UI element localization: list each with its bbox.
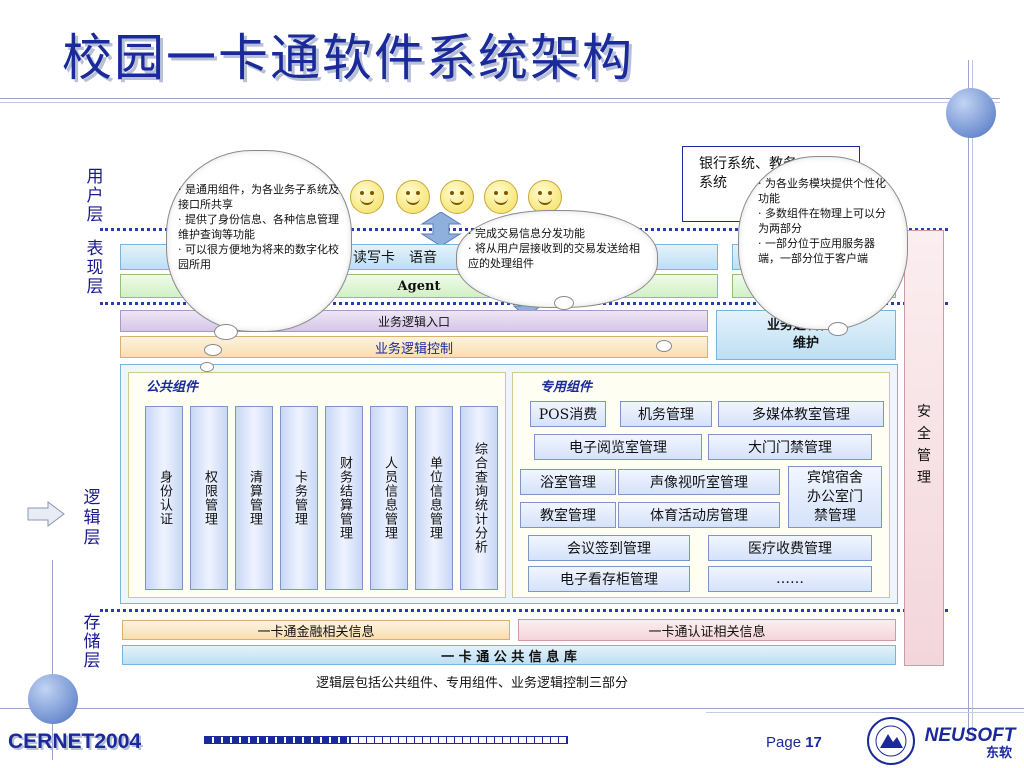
footer-brand: CERNET2004 — [8, 730, 142, 753]
frame-line-right — [968, 60, 969, 740]
special-components-header: 专用组件 — [540, 380, 593, 395]
user-face-icon-2 — [396, 180, 430, 214]
component-personnel-info: 人员信息管理 — [370, 406, 408, 590]
neusoft-logo: NEUSOFT 东软 — [920, 726, 1020, 762]
special-e-locker: 电子看存柜管理 — [528, 566, 690, 592]
cloud-left-bubble-1 — [214, 324, 238, 340]
cloud-left-line-1: · 是通用组件，为各业务子系统及接口所共享 — [178, 183, 339, 211]
component-clearing-mgmt: 清算管理 — [235, 406, 273, 590]
special-av-room: 声像视听室管理 — [618, 469, 780, 495]
cloud-right-line-2: · 多数组件在物理上可以分为两部分 — [758, 207, 886, 235]
logic-arrow-icon — [27, 501, 65, 527]
user-face-icon-5 — [528, 180, 562, 214]
component-card-mgmt: 卡务管理 — [280, 406, 318, 590]
page-title: 校园一卡通软件系统架构 — [62, 29, 634, 87]
business-control-bar: 业务逻辑控制 — [120, 336, 708, 358]
storage-auth-bar: 一卡通认证相关信息 — [518, 619, 896, 641]
layer-label-logic: 逻辑层 — [83, 488, 101, 548]
cloud-right-text: · 为各业务模块提供个性化功能 · 多数组件在物理上可以分为两部分 · 一部分位… — [758, 176, 888, 266]
storage-finance-label: 一卡通金融相关信息 — [257, 624, 375, 640]
special-machine-room: 机务管理 — [620, 401, 712, 427]
cloud-middle-line-2: · 将从用户层接收到的交易发送给相应的处理组件 — [468, 242, 640, 270]
footer-page-label: Page — [766, 734, 802, 751]
special-bathroom: 浴室管理 — [520, 469, 616, 495]
neusoft-logo-en: NEUSOFT — [924, 725, 1016, 746]
public-components-header: 公共组件 — [146, 380, 199, 395]
cloud-middle — [456, 210, 658, 308]
special-pos: POS消费 — [530, 401, 606, 427]
cloud-left-line-2: · 提供了身份信息、各种信息管理维护查询等功能 — [178, 213, 339, 241]
storage-db-label: 一 卡 通 公 共 信 息 库 — [441, 649, 577, 665]
storage-auth-label: 一卡通认证相关信息 — [648, 624, 766, 640]
cloud-left-bubble-3 — [200, 362, 214, 372]
cloud-left-bubble-2 — [204, 344, 222, 356]
cloud-right-bubble-2 — [656, 340, 672, 352]
university-seal-icon — [867, 717, 915, 765]
layer-label-user: 用户层 — [86, 167, 104, 225]
security-management-box: 安全管理 — [904, 230, 944, 666]
special-more: …… — [708, 566, 872, 592]
cloud-middle-bubble-1 — [554, 296, 574, 310]
storage-finance-bar: 一卡通金融相关信息 — [122, 620, 510, 640]
special-sports-room: 体育活动房管理 — [618, 502, 780, 528]
read-write-card-text: 读写卡 语音 — [353, 250, 437, 266]
component-identity-auth: 身份认证 — [145, 406, 183, 590]
component-query-statistics: 综合查询统计分析 — [460, 406, 498, 590]
security-management-label: 安全管理 — [917, 404, 931, 486]
footer-page-number: 17 — [805, 734, 822, 751]
decor-circle-top — [946, 88, 996, 138]
cloud-left — [166, 150, 352, 332]
special-multimedia-room: 多媒体教室管理 — [718, 401, 884, 427]
special-e-reading-room: 电子阅览室管理 — [534, 434, 702, 460]
cloud-right — [738, 156, 908, 330]
cloud-left-text: · 是通用组件，为各业务子系统及接口所共享 · 提供了身份信息、各种信息管理维护… — [178, 182, 340, 272]
frame-line-left — [52, 560, 53, 760]
caption: 逻辑层包括公共组件、专用组件、业务逻辑控制三部分 — [316, 676, 629, 691]
cloud-right-bubble-1 — [828, 322, 848, 336]
frame-line-bottom2 — [706, 712, 1024, 713]
footer-page: Page 17 — [766, 734, 822, 751]
neusoft-logo-cn: 东软 — [985, 746, 1012, 761]
special-classroom: 教室管理 — [520, 502, 616, 528]
cloud-middle-text: · 完成交易信息分发功能 · 将从用户层接收到的交易发送给相应的处理组件 — [468, 226, 644, 271]
footer-progress-empty — [350, 736, 568, 744]
component-permission-mgmt: 权限管理 — [190, 406, 228, 590]
frame-line-right2 — [972, 60, 973, 740]
user-face-icon-1 — [350, 180, 384, 214]
user-presentation-arrow-icon — [420, 212, 462, 246]
special-hotel-dorm-access: 宾馆宿舍办公室门禁管理 — [788, 466, 882, 528]
user-face-icon-3 — [440, 180, 474, 214]
agent-label: Agent — [397, 278, 441, 294]
layer-label-presentation: 表现层 — [86, 239, 104, 297]
storage-db-bar: 一 卡 通 公 共 信 息 库 — [122, 645, 896, 665]
separator-logic-storage — [100, 609, 948, 612]
frame-line-top — [0, 98, 1000, 99]
cloud-left-line-3: · 可以很方便地为将来的数字化校园所用 — [178, 243, 339, 271]
special-medical-fee: 医疗收费管理 — [708, 535, 872, 561]
special-meeting-signin: 会议签到管理 — [528, 535, 690, 561]
cloud-right-line-1: · 为各业务模块提供个性化功能 — [758, 177, 886, 205]
frame-line-bottom — [0, 708, 1024, 709]
business-control-label: 业务逻辑控制 — [374, 341, 453, 357]
component-unit-info: 单位信息管理 — [415, 406, 453, 590]
decor-circle-bottom — [28, 674, 78, 724]
cloud-middle-line-1: · 完成交易信息分发功能 — [468, 227, 585, 240]
user-face-icon-4 — [484, 180, 518, 214]
special-gate-access: 大门门禁管理 — [708, 434, 872, 460]
layer-label-storage: 存储层 — [83, 613, 101, 671]
cloud-right-line-3: · 一部分位于应用服务器端，一部分位于客户端 — [758, 237, 875, 265]
business-entry-label: 业务逻辑入口 — [377, 314, 450, 329]
frame-line-top2 — [0, 102, 1000, 103]
component-finance-settlement: 财务结算管理 — [325, 406, 363, 590]
